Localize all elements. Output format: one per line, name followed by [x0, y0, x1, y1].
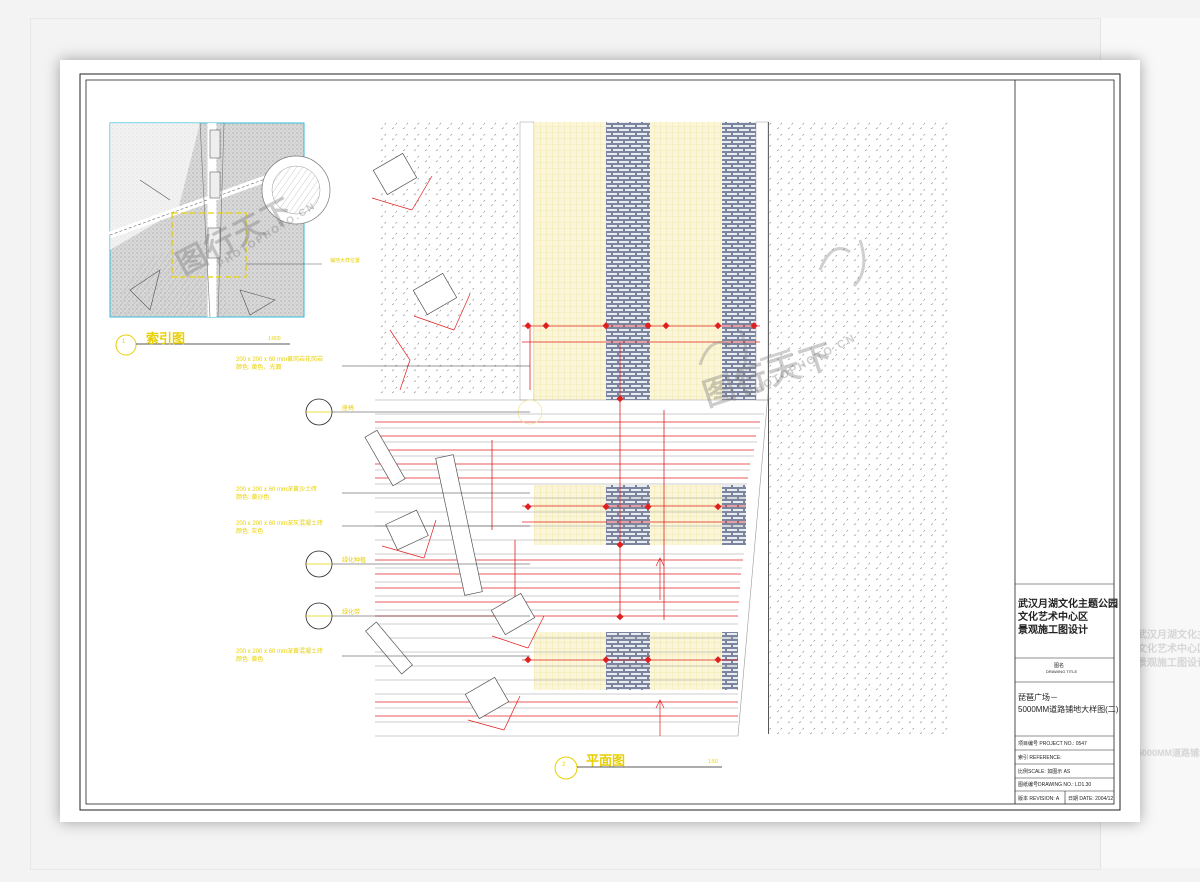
note-4-line2: 颜色: 黄色	[236, 657, 264, 663]
note-2-line2: 颜色: 黄沙色	[236, 495, 270, 501]
callout-tag-2: 绿化种植	[342, 558, 367, 564]
project-line3: 景观施工图设计	[1018, 625, 1088, 636]
plan-view-number: 2	[562, 762, 566, 768]
scale-value: 如图示 AS	[1047, 769, 1071, 775]
note-4: 200 x 200 x 60 mm深黄混凝土砖 颜色: 黄色	[236, 648, 323, 664]
index-plan-scale: 1:800	[268, 336, 281, 342]
revision-row: 版本 REVISION: A	[1018, 795, 1059, 802]
drawing-name: 琵琶广场－ 5000MM道路铺地大样图(二)	[1018, 692, 1118, 716]
ghost-drawing-name: 5000MM道路铺地大样图(二)	[1137, 748, 1200, 758]
index-callout-label: 铺地大样位置	[330, 257, 360, 264]
drawing-no-row: 图纸编号DRAWING NO.: LD1.30	[1018, 781, 1091, 788]
note-1-line1: 200 x 200 x 60 mm黄岗岩花岗岩	[236, 357, 324, 363]
note-1-line2: 颜色: 黄色，光面	[236, 365, 282, 371]
note-2-line1: 200 x 200 x 60 mm深黄沙土砖	[236, 487, 318, 493]
title-block-lines	[1015, 583, 1114, 804]
index-plan-title: 索引图	[146, 331, 186, 346]
plan-view	[364, 121, 953, 737]
ghost-project-line1: 武汉月湖文化主题公园	[1137, 630, 1200, 641]
callout-circles	[305, 398, 333, 630]
index-plan-map	[108, 122, 331, 318]
project-no-row: 项目编号 PROJECT NO.: 0547	[1018, 740, 1087, 747]
revision-label: 版本 REVISION:	[1018, 796, 1055, 802]
index-plan-number: 1	[122, 339, 126, 345]
drawing-title-en: DRAWING TITLE	[1046, 669, 1078, 674]
note-3-line2: 颜色: 灰色	[236, 529, 264, 535]
project-no-label: 项目编号 PROJECT NO.:	[1018, 741, 1075, 747]
plan-view-title: 平面图	[586, 753, 626, 768]
cad-drawing: 铺地大样位置	[79, 73, 1121, 811]
drawing-name-line2: 5000MM道路铺地大样图(二)	[1018, 705, 1119, 714]
scale-row: 比例SCALE: 如图示 AS	[1018, 768, 1070, 775]
date-label: 日期 DATE:	[1068, 796, 1094, 802]
note-leaders	[332, 365, 530, 657]
note-3-line1: 200 x 200 x 60 mm深灰混凝土砖	[236, 521, 324, 527]
project-no-value: 0547	[1075, 741, 1087, 747]
drawing-name-line1: 琵琶广场－	[1018, 693, 1058, 702]
scale-label: 比例SCALE:	[1018, 769, 1046, 775]
background-sheet-outline	[30, 18, 1101, 870]
plan-view-scale: 1:50	[708, 759, 718, 765]
callout-tag-3: 绿化带	[342, 610, 361, 616]
note-4-line1: 200 x 200 x 60 mm深黄混凝土砖	[236, 649, 324, 655]
note-1: 200 x 200 x 60 mm黄岗岩花岗岩 颜色: 黄色，光面	[236, 356, 323, 372]
drawing-title-cn: 图名	[1054, 663, 1065, 669]
drawing-no-label: 图纸编号DRAWING NO.:	[1018, 782, 1074, 788]
date-row: 日期 DATE: 2004/12	[1068, 795, 1113, 802]
reference-row: 索引 REFERENCE:	[1018, 754, 1062, 761]
dimension-ticks	[524, 322, 758, 664]
project-line1: 武汉月湖文化主题公园	[1018, 599, 1118, 610]
note-3: 200 x 200 x 60 mm深灰混凝土砖 颜色: 灰色	[236, 520, 323, 536]
ghost-project-line3: 景观施工图设计	[1137, 658, 1200, 669]
note-2: 200 x 200 x 60 mm深黄沙土砖 颜色: 黄沙色	[236, 486, 317, 502]
date-value: 2004/12	[1095, 796, 1114, 802]
drawing-sheet: 铺地大样位置	[60, 60, 1140, 822]
drawing-no-value: LD1.30	[1075, 782, 1092, 788]
revision-value: A	[1055, 796, 1060, 802]
ghost-project-line2: 文化艺术中心区	[1137, 644, 1200, 655]
watermark-strokes	[698, 239, 866, 382]
callout-tag-1: 座椅	[342, 406, 355, 412]
reference-label: 索引 REFERENCE:	[1018, 755, 1062, 761]
title-block-project: 武汉月湖文化主题公园 文化艺术中心区 景观施工图设计	[1018, 598, 1118, 637]
project-line2: 文化艺术中心区	[1018, 612, 1088, 623]
